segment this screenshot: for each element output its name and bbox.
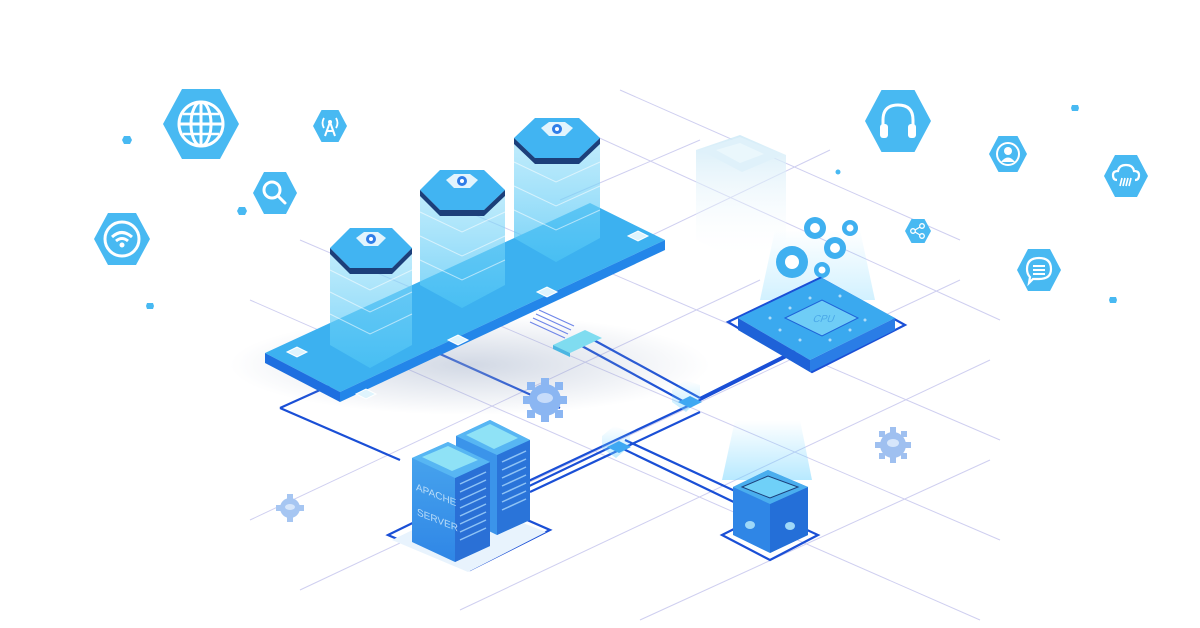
junction-node bbox=[602, 380, 702, 458]
cpu-gears bbox=[760, 217, 875, 300]
headphones-icon bbox=[865, 90, 931, 152]
gear-icon bbox=[276, 494, 304, 522]
ghost-server bbox=[696, 135, 786, 262]
glass-tower-1 bbox=[329, 228, 413, 368]
antenna-icon bbox=[313, 110, 347, 142]
glass-tower-3 bbox=[513, 118, 601, 262]
globe-icon bbox=[163, 89, 239, 159]
gear-icon bbox=[523, 378, 567, 422]
gear-icon bbox=[875, 427, 911, 463]
cpu-chip: CPU bbox=[725, 276, 908, 374]
cube-device bbox=[719, 420, 821, 562]
apache-server: APACHE SERVER bbox=[385, 420, 553, 572]
glass-tower-2 bbox=[419, 170, 506, 308]
chat-icon bbox=[1017, 249, 1061, 291]
cloud-rain-icon bbox=[1104, 155, 1148, 197]
share-nodes-icon bbox=[905, 219, 931, 243]
search-icon bbox=[253, 172, 297, 214]
wifi-icon bbox=[94, 213, 150, 265]
user-icon bbox=[989, 136, 1027, 172]
cpu-label: CPU bbox=[811, 314, 836, 325]
